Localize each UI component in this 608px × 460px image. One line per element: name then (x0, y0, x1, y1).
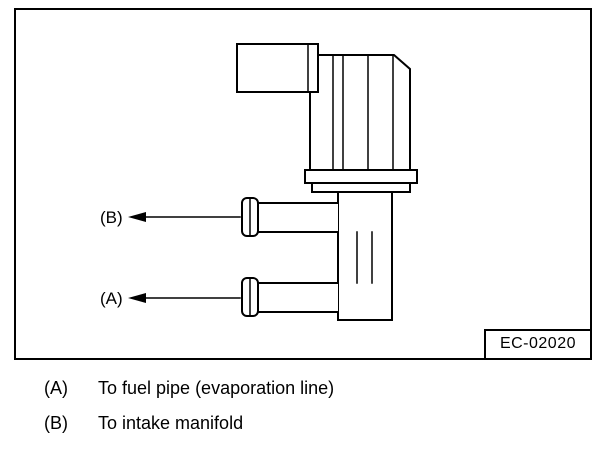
legend-text-a: To fuel pipe (evaporation line) (98, 378, 335, 398)
connector-block (236, 43, 319, 93)
solenoid-housing (309, 54, 411, 171)
mounting-flange (304, 169, 418, 193)
legend-key-a: (A) (44, 378, 68, 398)
legend-item-a: (A) To fuel pipe (evaporation line) (44, 378, 334, 400)
legend-text-b: To intake manifold (98, 412, 244, 433)
callout-a-label: (A) (100, 289, 123, 308)
figure-code-badge: EC-02020 (483, 329, 590, 358)
legend: (A) To fuel pipe (evaporation line) (B) … (44, 378, 334, 447)
port-b (241, 197, 339, 237)
port-a (241, 277, 339, 317)
legend-item-b: (B) To intake manifold (44, 413, 334, 435)
figure-frame: (B) (A) EC-02020 (14, 8, 592, 360)
valve-body (337, 191, 393, 321)
callout-arrow-b (128, 212, 241, 222)
callout-arrow-a (128, 293, 241, 303)
legend-key-b: (B) (44, 412, 68, 433)
callout-b-label: (B) (100, 208, 123, 227)
valve-diagram: (B) (A) (100, 43, 418, 321)
